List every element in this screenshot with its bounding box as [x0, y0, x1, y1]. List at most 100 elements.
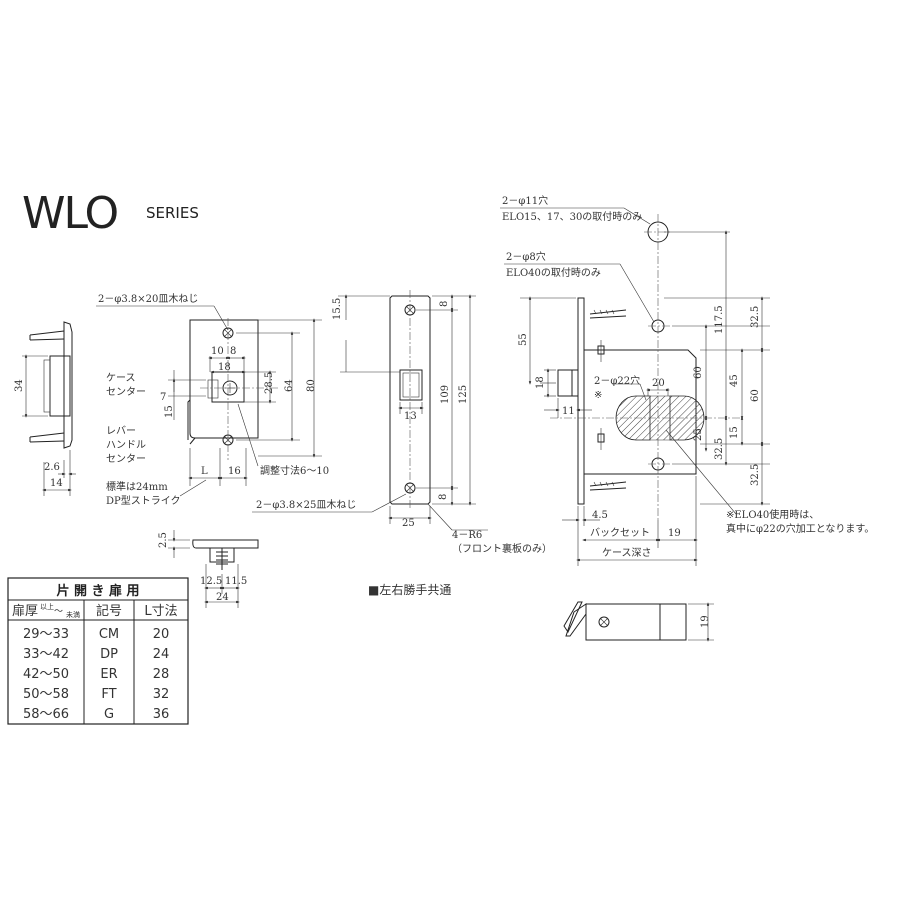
- dim-8-bottom: 8: [438, 494, 449, 500]
- hole8-note-line1: 2－φ8穴: [506, 250, 546, 263]
- dim-32-5-bottom: 32.5: [750, 464, 761, 486]
- table-cell: 36: [153, 707, 170, 722]
- dim-4-5: 4.5: [592, 510, 608, 521]
- dim-15: 15: [164, 405, 175, 418]
- dim-32-5-mid: 32.5: [714, 438, 725, 460]
- table-cell: 20: [153, 627, 170, 642]
- dim-45: 45: [729, 374, 740, 387]
- dim-19: 19: [668, 528, 681, 539]
- hole11-note-line2: ELO15、17、30の取付時のみ: [502, 210, 642, 223]
- dim-24: 24: [216, 592, 229, 603]
- table-cell: 33〜42: [23, 647, 69, 662]
- adjust-note: 調整寸法6〜10: [260, 464, 329, 477]
- table-row: 58〜66 G 36: [23, 707, 169, 722]
- strike-side-view: 34 2.6 14: [14, 321, 76, 496]
- dim-8-top: 8: [439, 301, 450, 307]
- table-cell: 28: [153, 667, 170, 682]
- table-row: 50〜58 FT 32: [23, 687, 169, 702]
- series-title-sub: SERIES: [146, 204, 199, 222]
- lever-center-line1: レバー: [106, 425, 136, 437]
- dim-32-5-top: 32.5: [750, 306, 761, 328]
- table-header-door-upper: 以上: [40, 602, 54, 611]
- front-screw-note: 2－φ3.8×25皿木ねじ: [256, 499, 356, 511]
- case-depth-label: ケース深さ: [602, 547, 652, 559]
- strike-front-view: 10 8 18 28.5 64 80 7 15 L 16 2－φ3.8×20皿木…: [96, 293, 329, 507]
- table-cell: 50〜58: [23, 687, 69, 702]
- dim-8: 8: [230, 346, 236, 357]
- dim-80: 80: [306, 379, 317, 392]
- dim-18: 18: [218, 362, 231, 373]
- standard-note-line1: 標準は24mm: [106, 480, 168, 493]
- table-header-door-main: 扉厚: [12, 603, 38, 619]
- table-header-code: 記号: [96, 603, 122, 619]
- table-cell: ER: [100, 667, 117, 682]
- table-cell: 24: [153, 647, 170, 662]
- dim-19-bottom: 19: [700, 615, 711, 628]
- table-cell: FT: [101, 687, 116, 702]
- dim-25-case: 25: [693, 428, 704, 441]
- strike-screw-note: 2－φ3.8×20皿木ねじ: [98, 293, 198, 305]
- dim-15-case: 15: [729, 426, 740, 439]
- backset-label: バックセット: [590, 527, 650, 539]
- table-cell: G: [104, 707, 114, 722]
- series-title-main: WLO: [22, 188, 117, 239]
- case-center-line2: センター: [106, 386, 146, 398]
- dim-10: 10: [211, 346, 224, 357]
- dim-25: 25: [402, 518, 415, 529]
- case-center-line1: ケース: [106, 372, 136, 384]
- radius-sub-note: （フロント裏板のみ）: [452, 542, 552, 555]
- dim-2-6: 2.6: [44, 462, 60, 473]
- dim-109: 109: [440, 385, 451, 404]
- dim-15-5: 15.5: [332, 298, 343, 320]
- size-table: 片 開 き 扉 用 扉厚 以上 〜 未満 記号 L寸法 29〜33 CM 20 …: [7, 577, 189, 725]
- table-cell: 58〜66: [23, 707, 69, 722]
- ref-mark: ※: [594, 390, 602, 401]
- dim-11-5: 11.5: [225, 576, 247, 587]
- dim-28-5: 28.5: [264, 372, 275, 394]
- dim-64: 64: [284, 379, 295, 392]
- hole11-note-line1: 2－φ11穴: [502, 194, 548, 207]
- dim-18-case: 18: [535, 376, 546, 389]
- table-row: 29〜33 CM 20: [23, 627, 169, 642]
- table-row: 42〜50 ER 28: [23, 667, 169, 682]
- dim-34: 34: [14, 379, 25, 392]
- dim-L: L: [201, 466, 208, 477]
- latch-bottom-view: 19: [563, 601, 714, 642]
- table-cell: DP: [100, 647, 118, 662]
- strike-bottom-view: 2.5 12.5 11.5 24: [158, 530, 259, 608]
- series-title: WLO SERIES: [22, 188, 199, 239]
- dim-16: 16: [228, 466, 241, 477]
- dim-60-left: 60: [693, 366, 704, 379]
- lever-center-line3: センター: [106, 453, 146, 465]
- table-caption: 片 開 き 扉 用: [56, 583, 139, 599]
- elo40-note-line1: ※ELO40使用時は、: [726, 508, 819, 521]
- hole22-note: 2－φ22穴: [594, 374, 640, 387]
- dim-20: 20: [652, 378, 665, 389]
- dim-2-5: 2.5: [158, 532, 169, 548]
- common-handing-note: ■左右勝手共通: [368, 582, 451, 597]
- radius-note: 4－R6: [452, 530, 482, 541]
- dim-125: 125: [458, 385, 469, 404]
- dim-117-5: 117.5: [714, 305, 725, 334]
- hole8-note-line2: ELO40の取付時のみ: [506, 266, 601, 279]
- dim-11: 11: [562, 406, 575, 417]
- dim-14: 14: [50, 478, 63, 489]
- table-header-door-lower: 未満: [66, 610, 80, 619]
- dim-13: 13: [404, 411, 417, 422]
- table-cell: CM: [99, 627, 119, 642]
- case-side-view: 55 18 11 4.5 バックセット 19 ケース深さ 20 2－φ22穴 ※: [500, 194, 874, 566]
- standard-note-line2: DP型ストライク: [106, 494, 181, 507]
- table-cell: 32: [153, 687, 170, 702]
- table-row: 33〜42 DP 24: [23, 647, 169, 662]
- dim-12-5: 12.5: [200, 576, 222, 587]
- elo40-note-line2: 真中にφ22の穴加工となります。: [726, 522, 874, 535]
- front-plate-view: 15.5 8 109 125 8 13 25 2－φ3.8×25皿木ねじ 4－R…: [252, 290, 552, 555]
- table-cell: 29〜33: [23, 627, 69, 642]
- lever-center-line2: ハンドル: [106, 440, 146, 451]
- table-cell: 42〜50: [23, 667, 69, 682]
- dim-60-right: 60: [750, 389, 761, 402]
- table-header-door-tilde: 〜: [54, 607, 63, 617]
- dim-7: 7: [160, 392, 166, 403]
- dim-55: 55: [518, 333, 529, 346]
